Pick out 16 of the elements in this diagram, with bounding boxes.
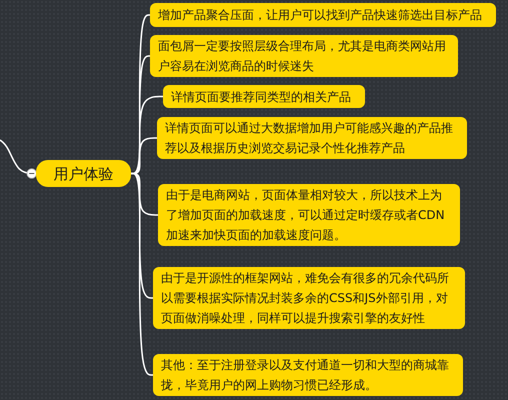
subtopic-box [150, 3, 496, 27]
topic-label: 用户体验 [54, 164, 114, 184]
topic-box [36, 160, 131, 187]
subtopic-text: 其他：至于注册登录以及支付通道一切和大型的商城靠拢，毕竟用户的网上购物习惯已经形成。 [161, 357, 450, 394]
subtopic-text: 由于是电商网站，页面体量相对较大，所以技术上为了增加页面的加载速度，可以通过定时缓存或者CDN加速来加快页面的加载速度问题。 [166, 187, 446, 244]
branch-line [0, 139, 37, 179]
subtopic-box [153, 354, 463, 396]
subtopic-box [163, 85, 365, 108]
subtopic-box [150, 35, 458, 77]
subtopic-text: 面包屑一定要按照层级合理布局，尤其是电商类网站用户容易在浏览商品的时候迷失 [158, 38, 447, 75]
subtopic-box [157, 117, 467, 159]
subtopic-text: 详情页面可以通过大数据增加用户可能感兴趣的产品推荐以及根据历史浏览交易记录个性化推荐产品 [165, 120, 454, 157]
subtopic-text: 由于是开源性的框架网站，难免会有很多的冗余代码所以需要根据实际情况封装多余的CSS和JS外部引用，对页面做消噪处理，同样可以提升搜索引擎的友好性 [161, 270, 450, 327]
subtopic-text: 详情页面要推荐同类型的相关产品 [171, 88, 351, 106]
subtopic-text: 增加产品聚合压面，让用户可以找到产品快速筛选出目标产品 [158, 7, 482, 24]
branch-line [131, 137, 157, 174]
